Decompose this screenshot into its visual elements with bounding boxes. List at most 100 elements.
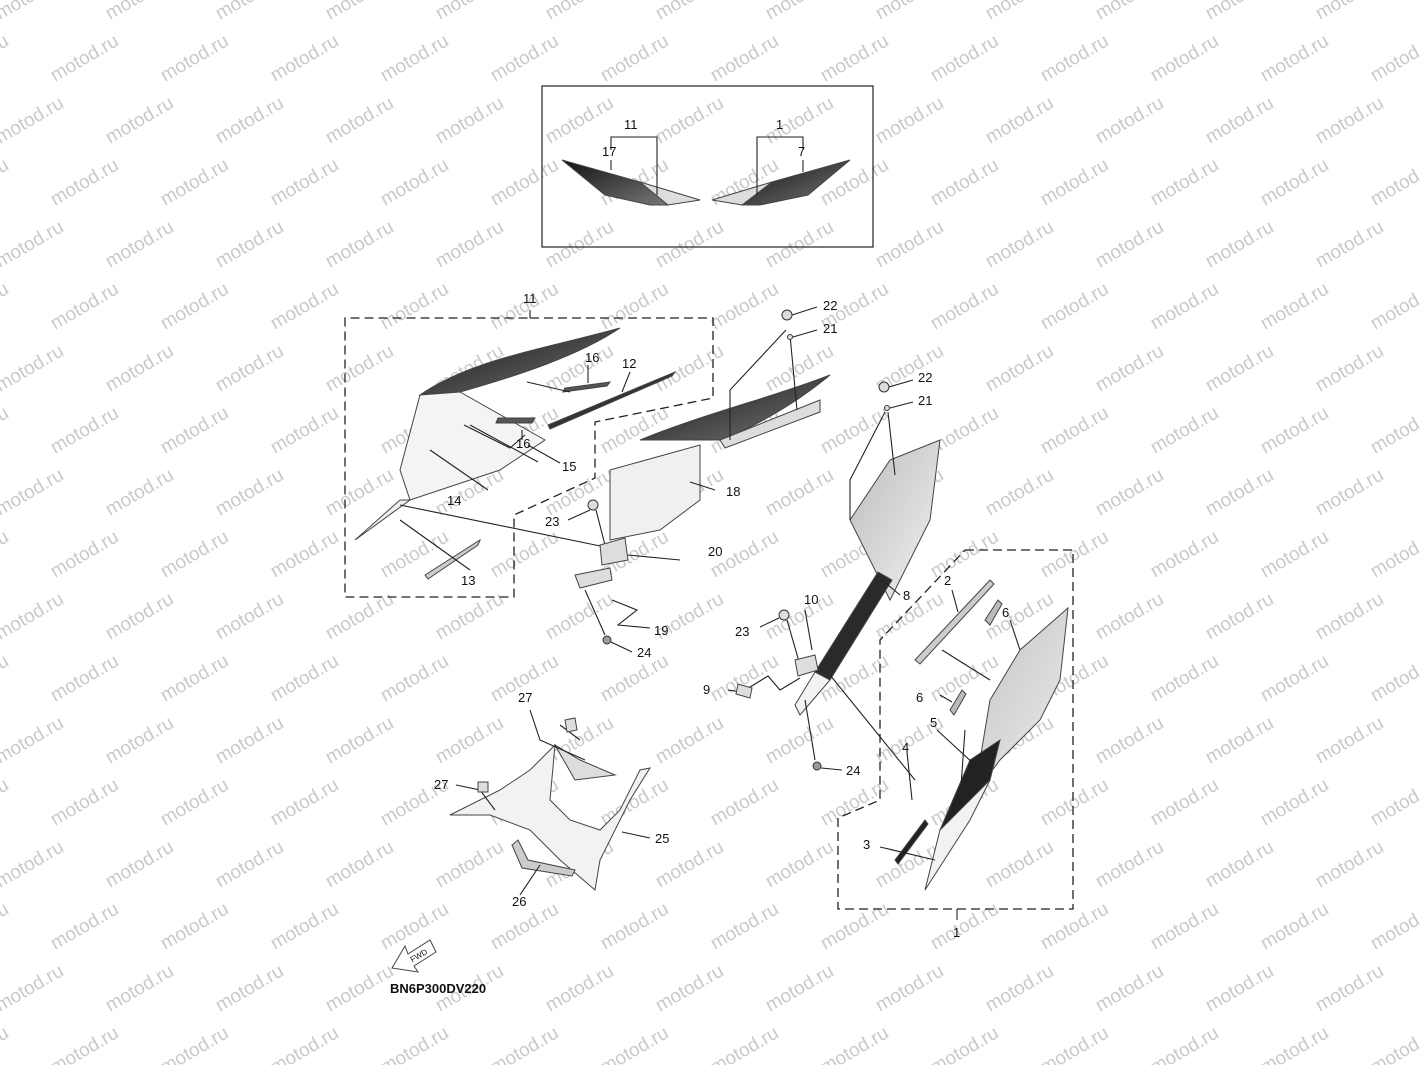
watermark-text: motod.ru xyxy=(102,341,177,397)
watermark-text: motod.ru xyxy=(1147,899,1222,955)
watermark-text: motod.ru xyxy=(1202,0,1277,24)
callout-18: 18 xyxy=(726,484,740,499)
watermark-text: motod.ru xyxy=(927,527,1002,583)
watermark-text: motod.ru xyxy=(487,527,562,583)
callout-inset-7: 7 xyxy=(798,144,805,159)
callout-14: 14 xyxy=(447,493,461,508)
watermark-text: motod.ru xyxy=(102,837,177,893)
callout-24-right: 24 xyxy=(846,763,860,778)
lower-cowl-inner xyxy=(553,743,617,781)
callout-8: 8 xyxy=(903,588,910,603)
watermark-text: motod.ru xyxy=(1367,279,1420,335)
callout-16-upper: 16 xyxy=(585,350,599,365)
callout-26: 26 xyxy=(512,894,526,909)
watermark-text: motod.ru xyxy=(1367,527,1420,583)
callout-11: 11 xyxy=(523,291,537,306)
group-1: 2 6 6 5 4 3 1 xyxy=(837,549,1074,940)
fwd-arrow: FWD xyxy=(391,939,437,973)
watermark-text: motod.ru xyxy=(47,279,122,335)
watermark-text: motod.ru xyxy=(1202,589,1277,645)
watermark-text: motod.ru xyxy=(0,93,67,149)
watermark-text: motod.ru xyxy=(1092,713,1167,769)
left-side-panel xyxy=(399,391,546,501)
watermark-text: motod.ru xyxy=(377,155,452,211)
callout-22-right: 22 xyxy=(918,370,932,385)
watermark-text: motod.ru xyxy=(267,775,342,831)
watermark-text: motod.ru xyxy=(102,93,177,149)
watermark-text: motod.ru xyxy=(542,465,617,521)
watermark-text: motod.ru xyxy=(1202,713,1277,769)
watermark-text: motod.ru xyxy=(0,279,12,335)
watermark-text: motod.ru xyxy=(1202,341,1277,397)
watermark-text: motod.ru xyxy=(267,279,342,335)
watermark-text: motod.ru xyxy=(212,465,287,521)
watermark-text: motod.ru xyxy=(157,31,232,87)
watermark-text: motod.ru xyxy=(1202,217,1277,273)
watermark-text: motod.ru xyxy=(1037,403,1112,459)
stripe-12 xyxy=(547,370,677,430)
watermark-text: motod.ru xyxy=(982,837,1057,893)
watermark-text: motod.ru xyxy=(0,589,67,645)
watermark-text: motod.ru xyxy=(1092,93,1167,149)
watermark-text: motod.ru xyxy=(1202,465,1277,521)
watermark-text: motod.ru xyxy=(1202,961,1277,1017)
watermark-text: motod.ru xyxy=(762,217,837,273)
watermark-text: motod.ru xyxy=(0,403,12,459)
watermark-text: motod.ru xyxy=(1037,155,1112,211)
callout-inset-17: 17 xyxy=(602,144,616,159)
watermark-text: motod.ru xyxy=(872,217,947,273)
watermark-text: motod.ru xyxy=(1367,403,1420,459)
watermark-text: motod.ru xyxy=(322,93,397,149)
callout-1: 1 xyxy=(953,925,960,940)
watermark-text: motod.ru xyxy=(1312,0,1387,24)
watermark-text: motod.ru xyxy=(1257,1023,1332,1065)
callout-27-upper: 27 xyxy=(518,690,532,705)
lower-cowl-trim-26 xyxy=(511,839,576,877)
watermark-text: motod.ru xyxy=(1367,651,1420,707)
watermark-text: motod.ru xyxy=(542,0,617,24)
watermark-text: motod.ru xyxy=(597,1023,672,1065)
watermark-text: motod.ru xyxy=(47,651,122,707)
watermark-text: motod.ru xyxy=(1367,1023,1420,1065)
watermark-text: motod.ru xyxy=(872,93,947,149)
bracket-upper xyxy=(719,399,821,449)
watermark-text: motod.ru xyxy=(1312,465,1387,521)
lower-cowl-25 xyxy=(449,743,652,891)
washer-21-right xyxy=(884,405,890,411)
watermark-text: motod.ru xyxy=(927,155,1002,211)
watermark-text: motod.ru xyxy=(322,961,397,1017)
watermark-text: motod.ru xyxy=(212,713,287,769)
watermark-text: motod.ru xyxy=(322,837,397,893)
callout-25: 25 xyxy=(655,831,669,846)
watermark-text: motod.ru xyxy=(1037,899,1112,955)
watermark-text: motod.ru xyxy=(432,589,507,645)
watermark-text: motod.ru xyxy=(1312,341,1387,397)
inset-left-panel xyxy=(561,159,670,206)
left-lower-panel xyxy=(354,499,412,541)
watermark-text: motod.ru xyxy=(377,279,452,335)
watermark-text: motod.ru xyxy=(267,403,342,459)
watermark-text: motod.ru xyxy=(102,0,177,24)
lower-cowl-assembly: 27 27 25 26 xyxy=(434,690,669,909)
watermark-text: motod.ru xyxy=(212,961,287,1017)
watermark-text: motod.ru xyxy=(982,0,1057,24)
watermark-text: motod.ru xyxy=(322,217,397,273)
watermark-text: motod.ru xyxy=(927,899,1002,955)
watermark-text: motod.ru xyxy=(652,341,727,397)
watermark-text: motod.ru xyxy=(1092,961,1167,1017)
watermark-text: motod.ru xyxy=(1312,217,1387,273)
watermark-text: motod.ru xyxy=(102,217,177,273)
watermark-text: motod.ru xyxy=(0,899,12,955)
watermark-text: motod.ru xyxy=(652,713,727,769)
watermark-text: motod.ru xyxy=(1257,775,1332,831)
watermark-text: motod.ru xyxy=(212,341,287,397)
watermark-text: motod.ru xyxy=(377,651,452,707)
watermark-text: motod.ru xyxy=(1092,465,1167,521)
cover-18 xyxy=(609,444,701,541)
watermark-text: motod.ru xyxy=(817,403,892,459)
callout-10: 10 xyxy=(804,592,818,607)
watermark-text: motod.ru xyxy=(762,589,837,645)
panel-8-assembly: 22 21 8 10 23 9 24 xyxy=(703,370,941,781)
strip-13 xyxy=(424,538,482,580)
watermark-text: motod.ru xyxy=(0,341,67,397)
